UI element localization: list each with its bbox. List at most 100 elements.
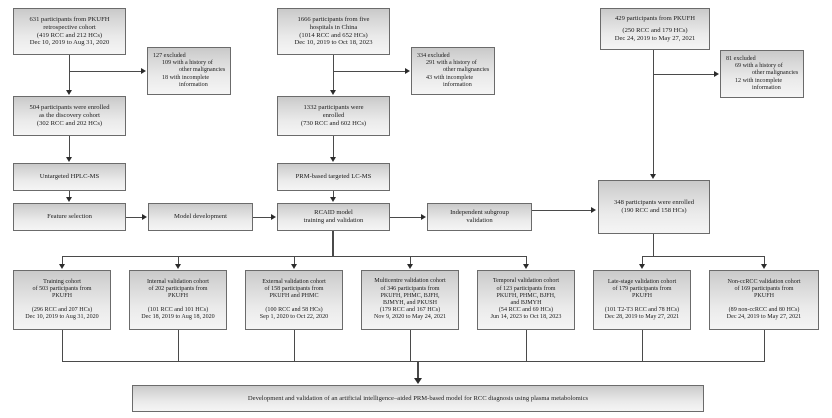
independent-subgroup-line-2: validation [466,217,493,224]
source-multicentre-line-4: Dec 10, 2019 to Oct 18, 2023 [294,39,373,47]
enrolled-discovery-line-3: (302 RCC and 202 HCs) [36,119,103,127]
arrow-to-external-validation-cohort [291,264,297,269]
source-box-multicentre: 1666 participants from five hospitals in… [277,8,390,55]
cohort-4-line-6: Jun 14, 2023 to Oct 18, 2023 [490,314,562,321]
arrow-to-training-cohort [59,264,65,269]
connector-feature-to-model [126,217,143,218]
source-subgroup-line-1: 429 participants from PKUFH [614,15,696,23]
arrow-subgroup-exclusion [714,71,719,77]
connector-cohort-1-down [178,330,179,361]
rcaid-label-line-1: RCAID model [314,209,353,217]
connector-rail-drop-4 [526,256,527,265]
exclusion-multicentre-line-5: information [443,81,472,88]
exclusion-subgroup-line-5: information [752,84,781,91]
arrow-to-conclusion [414,378,422,384]
cohort-5-line-2: of 179 participants from [612,286,672,293]
process-box-targeted-lc-ms: PRM-based targeted LC-MS [277,163,390,191]
arrow-enrolled-to-hplc [66,157,72,162]
source-multicentre-line-1: 1666 participants from five [297,15,370,23]
connector-cohort-3-down [410,330,411,361]
cohort-5-line-6: Dec 28, 2019 to May 27, 2021 [604,313,680,320]
cohort-2-line-3: PKUFH and PHMC [269,293,319,300]
cohort-2-line-5: (100 RCC and 58 HCs) [265,306,323,313]
source-discovery-line-4: Dec 10, 2019 to Aug 31, 2020 [29,39,110,47]
cohort-1-line-2: of 202 participants from [148,286,208,293]
process-box-independent-subgroup-validation: Independent subgroup validation [427,203,532,231]
cohort-box-internal-validation-cohort: Internal validation cohort of 202 partic… [129,270,227,330]
connector-subgroup-validation-to-enrolled [532,210,592,211]
connector-discovery-enrolled-to-hplc [69,136,70,158]
cohort-6-line-5: (89 non-ccRCC and 80 HCs) [728,306,800,313]
exclusion-subgroup-line-3: other malignancies [752,70,799,77]
connector-model-to-rcaid [253,217,271,218]
exclusion-subgroup-line-4: 12 with incomplete [735,77,783,84]
arrow-multicentre-to-enrolled [330,90,336,95]
enrolled-box-subgroup: 348 participants were enrolled (190 RCC … [598,180,710,234]
enrolled-discovery-line-2: as the discovery cohort [39,112,100,120]
source-multicentre-line-2: hospitals in China [309,23,358,31]
source-subgroup-line-3: (250 RCC and 179 HCs) [622,27,688,35]
source-subgroup-line-4: Dec 24, 2019 to May 27, 2021 [614,34,696,42]
arrow-discovery-to-enrolled [66,90,72,95]
connector-rail-drop-3 [410,256,411,265]
cohort-3-line-4: BJMYH, and PKUSH [382,300,437,306]
exclusion-box-subgroup: 81 excluded 69 with a history of other m… [720,50,804,98]
independent-subgroup-line-1: Independent subgroup [450,209,509,217]
enrolled-box-multicentre: 1332 participants were enrolled (730 RCC… [277,96,390,136]
connector-subgroup-to-exclusion [653,74,715,75]
source-multicentre-line-3: (1014 RCC and 652 HCs) [299,31,368,39]
enrolled-multicentre-line-3: (730 RCC and 602 HCs) [300,119,367,127]
connector-cohort-6-down [764,330,765,361]
cohort-1-line-3: PKUFH [168,293,188,300]
connector-conclusion-rail [62,361,765,362]
cohort-0-line-2: of 503 participants from [32,286,92,293]
exclusion-discovery-line-4: 18 with incomplete [162,74,210,81]
enrolled-multicentre-line-1: 1332 participants were [303,104,364,112]
conclusion-box: Development and validation of an artific… [132,385,704,412]
cohort-4-line-4: and BJMYH [510,300,542,306]
cohort-3-line-6: Nov 9, 2020 to May 24, 2021 [373,314,447,321]
cohort-box-temporal-validation-cohort: Temporal validation cohort of 123 partic… [477,270,575,330]
source-discovery-line-3: (419 RCC and 212 HCs) [36,31,103,39]
arrow-to-temporal-validation-cohort [523,264,529,269]
exclusion-discovery-line-5: information [179,81,208,88]
connector-conclusion-trunk [417,361,419,379]
connector-prm-to-rcaid [333,191,334,198]
connector-multicentre-trunk [333,55,334,91]
cohort-0-line-3: PKUFH [52,293,72,300]
cohort-0-line-6: Dec 10, 2019 to Aug 31, 2020 [25,313,99,320]
conclusion-text: Development and validation of an artific… [247,394,589,402]
arrow-to-late-stage-validation-cohort [639,264,645,269]
connector-cohort-2-down [294,330,295,361]
exclusion-discovery-line-2: 109 with a history of [162,60,213,67]
arrow-prm-to-rcaid [330,197,336,202]
cohort-box-late-stage-validation-cohort: Late-stage validation cohort of 179 part… [593,270,691,330]
cohort-box-multicentre-validation-cohort: Multicentre validation cohort of 346 par… [361,270,459,330]
exclusion-subgroup-line-1: 81 excluded [726,56,756,63]
enrolled-multicentre-line-2: enrolled [322,112,345,120]
cohort-3-line-1: Multicentre validation cohort [374,278,446,285]
rcaid-label-line-2: training and validation [303,217,364,224]
enrolled-subgroup-line-2: (190 RCC and 158 HCs) [621,207,687,214]
connector-discovery-to-exclusion [69,71,142,72]
connector-discovery-trunk [69,55,70,91]
connector-rail-drop-2 [294,256,295,265]
cohort-4-line-1: Temporal validation cohort [492,278,560,285]
exclusion-subgroup-line-2: 69 with a history of [735,63,783,70]
arrow-model-to-rcaid [271,214,276,220]
arrow-hplc-to-feature [66,197,72,202]
connector-cohort-4-down [526,330,527,361]
arrow-to-internal-validation-cohort [175,264,181,269]
enrolled-subgroup-line-1: 348 participants were enrolled [613,199,694,207]
process-box-feature-selection: Feature selection [13,203,126,231]
cohort-6-line-1: Non-ccRCC validation cohort [727,279,801,286]
cohort-5-line-5: (101 T2-T3 RCC and 78 HCs) [604,306,680,313]
cohort-5-line-3: PKUFH [632,293,652,300]
cohort-1-line-6: Dec 18, 2019 to Aug 18, 2020 [141,313,215,320]
connector-rail-drop-0 [62,256,63,265]
cohort-5-line-1: Late-stage validation cohort [607,279,677,286]
connector-cohort-5-down [642,330,643,361]
source-discovery-line-1: 631 participants from PKUFH [29,15,110,23]
connector-multicentre-to-exclusion [333,71,406,72]
connector-subgroup-rail-drop-1 [764,256,765,265]
